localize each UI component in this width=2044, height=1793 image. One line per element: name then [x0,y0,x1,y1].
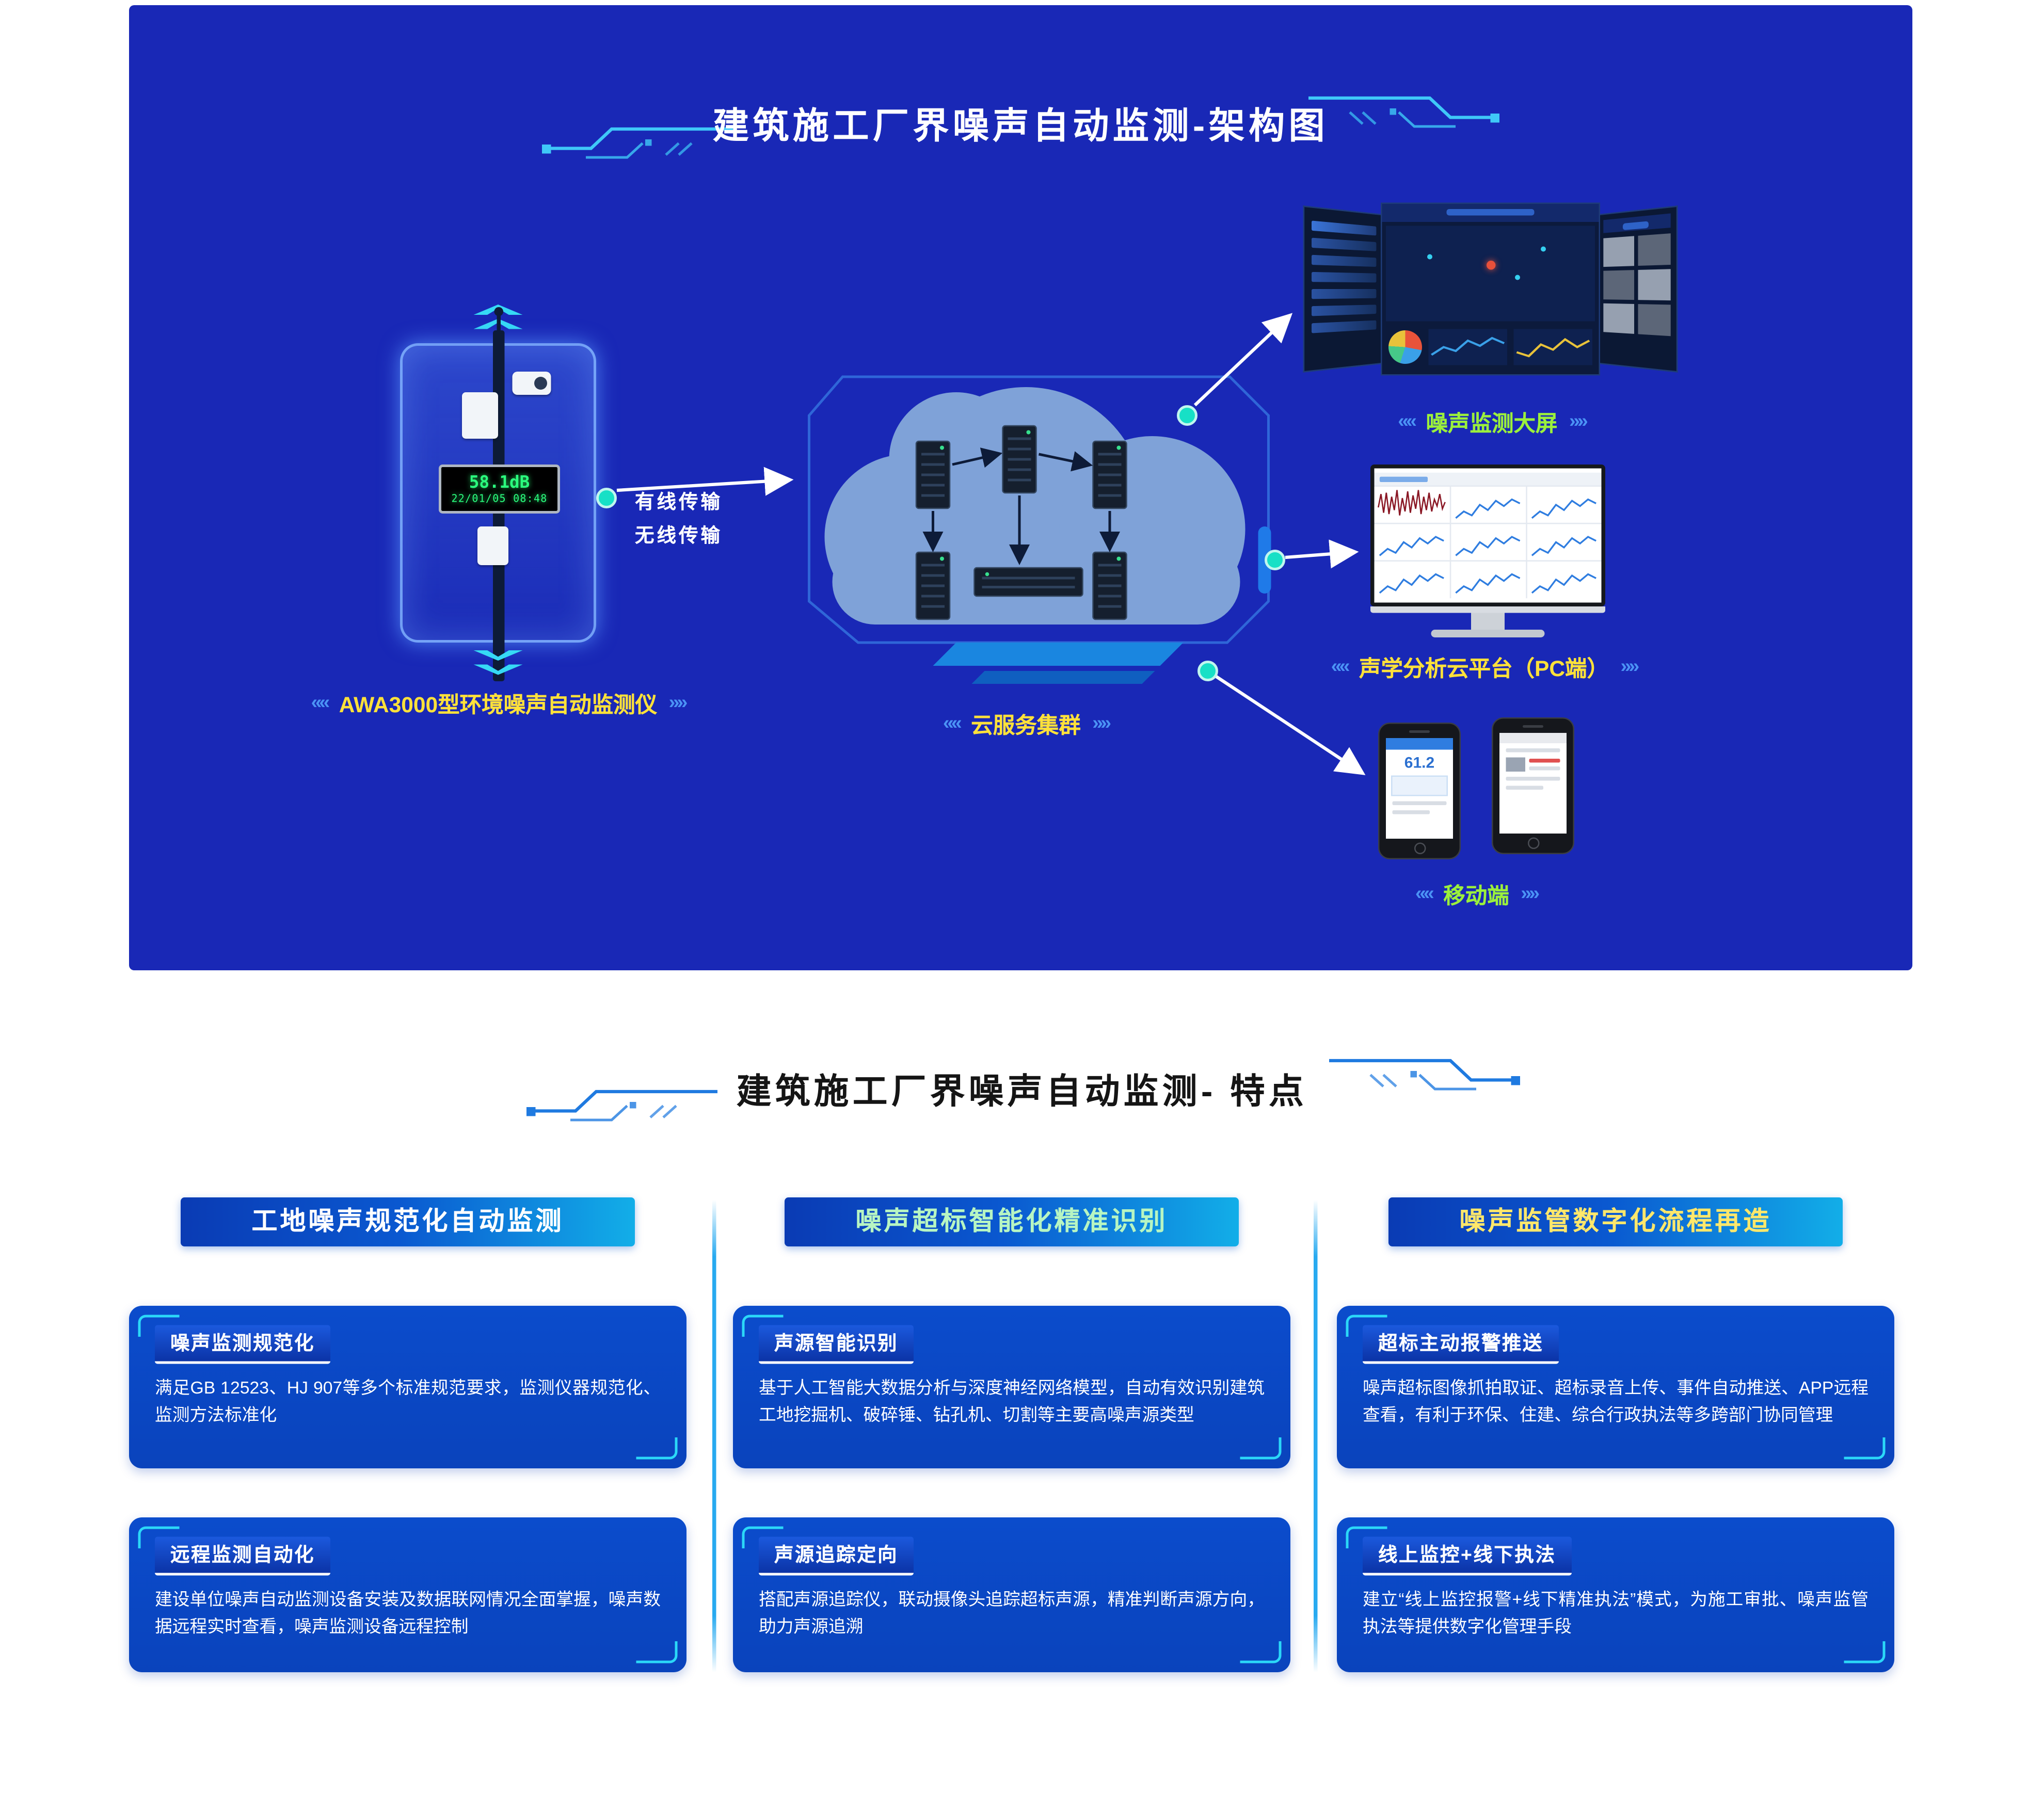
app-header [1499,733,1567,743]
device-led-display: 58.1dB 22/01/05 08:48 [439,465,560,514]
feature-card-tag: 线上监控+线下执法 [1363,1536,1572,1576]
bigscreen-map [1386,226,1595,322]
bigscreen-left-panel [1303,205,1383,373]
feature-card-text: 满足GB 12523、HJ 907等多个标准规范要求，监测仪器规范化、监测方法标… [155,1378,661,1424]
feature-card-tag: 超标主动报警推送 [1363,1325,1559,1364]
chevron-left-icon: «« [311,692,330,714]
bigscreen-label-text: 噪声监测大屏 [1426,411,1558,437]
wireless-transmission-label: 无线传输 [635,525,723,548]
bigscreen-center-panel [1381,202,1600,376]
monitor-screen [1370,465,1605,606]
monitor-base [1431,630,1545,637]
feature-card: 线上监控+线下执法 建立“线上监控报警+线下精准执法”模式，为施工审批、噪声监管… [1337,1517,1894,1672]
line-chart-icon [1513,328,1592,365]
device-control-box [477,526,508,565]
feature-column-site-monitoring: 工地噪声规范化自动监测 噪声监测规范化 满足GB 12523、HJ 907等多个… [129,1197,686,1672]
feature-card-tag: 远程监测自动化 [155,1536,331,1576]
monitoring-big-screen [1303,201,1680,377]
feature-card: 声源追踪定向 搭配声源追踪仪，联动摄像头追踪超标声源，精准判断声源方向，助力声源… [733,1517,1290,1672]
features-title: 建筑施工厂界噪声自动监测- 特点 [736,1072,1308,1111]
cloud-cluster-label: «« 云服务集群 »» [897,707,1155,740]
noise-reading-datetime: 22/01/05 08:48 [451,492,548,504]
bigscreen-label: «« 噪声监测大屏 »» [1350,405,1634,438]
pie-chart-icon [1388,329,1422,363]
mobile-phone: 61.2 [1378,723,1461,859]
app-chart [1391,775,1448,796]
chevron-left-icon: «« [1331,655,1350,678]
cloud-cluster-label-text: 云服务集群 [971,713,1081,739]
bigscreen-header [1382,204,1599,222]
feature-card-tag: 声源智能识别 [759,1325,914,1364]
device-camera-icon [512,372,551,395]
home-button-icon [1413,842,1426,854]
monitor-stand [1471,613,1505,630]
feature-card-text: 噪声超标图像抓拍取证、超标录音上传、事件自动推送、APP远程查看，有利于环保、住… [1363,1378,1869,1424]
alert-list-item [1506,757,1560,772]
feature-card: 超标主动报警推送 噪声超标图像抓拍取证、超标录音上传、事件自动推送、APP远程查… [1337,1306,1894,1468]
feature-card: 声源智能识别 基于人工智能大数据分析与深度神经网络模型，自动有效识别建筑工地挖掘… [733,1306,1290,1468]
phone-screen [1499,733,1567,834]
feature-column-header: 噪声监管数字化流程再造 [1388,1197,1843,1246]
architecture-title: 建筑施工厂界噪声自动监测-架构图 [712,106,1329,146]
column-divider [712,1200,716,1672]
phone-screen: 61.2 [1386,738,1453,839]
monitor-bezel [1370,606,1605,613]
feature-card-tag: 噪声监测规范化 [155,1325,331,1364]
feature-card: 远程监测自动化 建设单位噪声自动监测设备安装及数据联网情况全面掌握，噪声数据远程… [129,1517,686,1672]
chevron-down-icon [474,650,523,679]
circuit-decoration-icon [526,1074,720,1130]
phone-speaker-icon [1523,725,1543,728]
mobile-phone [1492,717,1574,854]
pc-analysis-platform [1370,465,1605,637]
map-marker-icon [1486,260,1495,269]
circuit-decoration-icon [542,111,736,168]
feature-card-text: 建设单位噪声自动监测设备安装及数据联网情况全面掌握，噪声数据远程实时查看，噪声监… [155,1590,661,1636]
bigscreen-charts [1382,325,1599,374]
pc-platform-label-text: 声学分析云平台（PC端） [1359,657,1609,682]
feature-card-text: 建立“线上监控报警+线下精准执法”模式，为施工审批、噪声监管执法等提供数字化管理… [1363,1590,1869,1636]
chevron-right-icon: »» [1569,410,1588,433]
feature-card-text: 基于人工智能大数据分析与深度神经网络模型，自动有效识别建筑工地挖掘机、破碎锤、钻… [759,1378,1265,1424]
line-chart-icon [1428,328,1507,365]
chevron-right-icon: »» [1092,712,1111,734]
chevron-right-icon: »» [1521,883,1540,905]
chevron-right-icon: »» [668,692,688,714]
device-sensor-box [462,392,498,439]
pc-platform-label: «« 声学分析云平台（PC端） »» [1316,650,1652,683]
circuit-decoration-icon [1327,1043,1520,1099]
chevron-left-icon: «« [1415,883,1434,905]
device-label-text: AWA3000型环境噪声自动监测仪 [339,693,658,718]
wired-transmission-label: 有线传输 [635,491,723,514]
home-button-icon [1527,837,1539,849]
circuit-decoration-icon [1306,80,1499,137]
phone-speaker-icon [1409,730,1430,733]
feature-card: 噪声监测规范化 满足GB 12523、HJ 907等多个标准规范要求，监测仪器规… [129,1306,686,1468]
architecture-section: 建筑施工厂界噪声自动监测-架构图 58.1dB 22/01/05 08:48 «… [129,5,1912,970]
alert-photo-thumbnail [1506,757,1525,772]
feature-card-tag: 声源追踪定向 [759,1536,914,1576]
bigscreen-right-panel [1598,205,1678,373]
architecture-connections-graphic [596,313,1366,775]
dashboard-charts [1374,472,1602,599]
feature-card-text: 搭配声源追踪仪，联动摄像头追踪超标声源，精准判断声源方向，助力声源追溯 [759,1590,1265,1636]
feature-column-digital-supervision: 噪声监管数字化流程再造 超标主动报警推送 噪声超标图像抓拍取证、超标录音上传、事… [1337,1197,1894,1672]
noise-reading: 58.1dB [469,473,530,492]
mobile-label-text: 移动端 [1443,884,1509,909]
feature-column-header: 噪声超标智能化精准识别 [785,1197,1239,1246]
device-label: «« AWA3000型环境噪声自动监测仪 »» [279,686,717,719]
chevron-left-icon: «« [1398,410,1417,433]
chevron-right-icon: »» [1620,655,1640,678]
feature-column-smart-identification: 噪声超标智能化精准识别 声源智能识别 基于人工智能大数据分析与深度神经网络模型，… [733,1197,1290,1672]
app-noise-reading: 61.2 [1404,754,1435,772]
feature-column-header: 工地噪声规范化自动监测 [181,1197,635,1246]
app-header [1386,738,1453,750]
column-divider [1314,1200,1318,1672]
chevron-left-icon: «« [943,712,962,734]
device-microphone-icon [494,307,503,354]
mobile-label: «« 移动端 »» [1386,877,1567,910]
video-thumbnails [1603,233,1671,337]
